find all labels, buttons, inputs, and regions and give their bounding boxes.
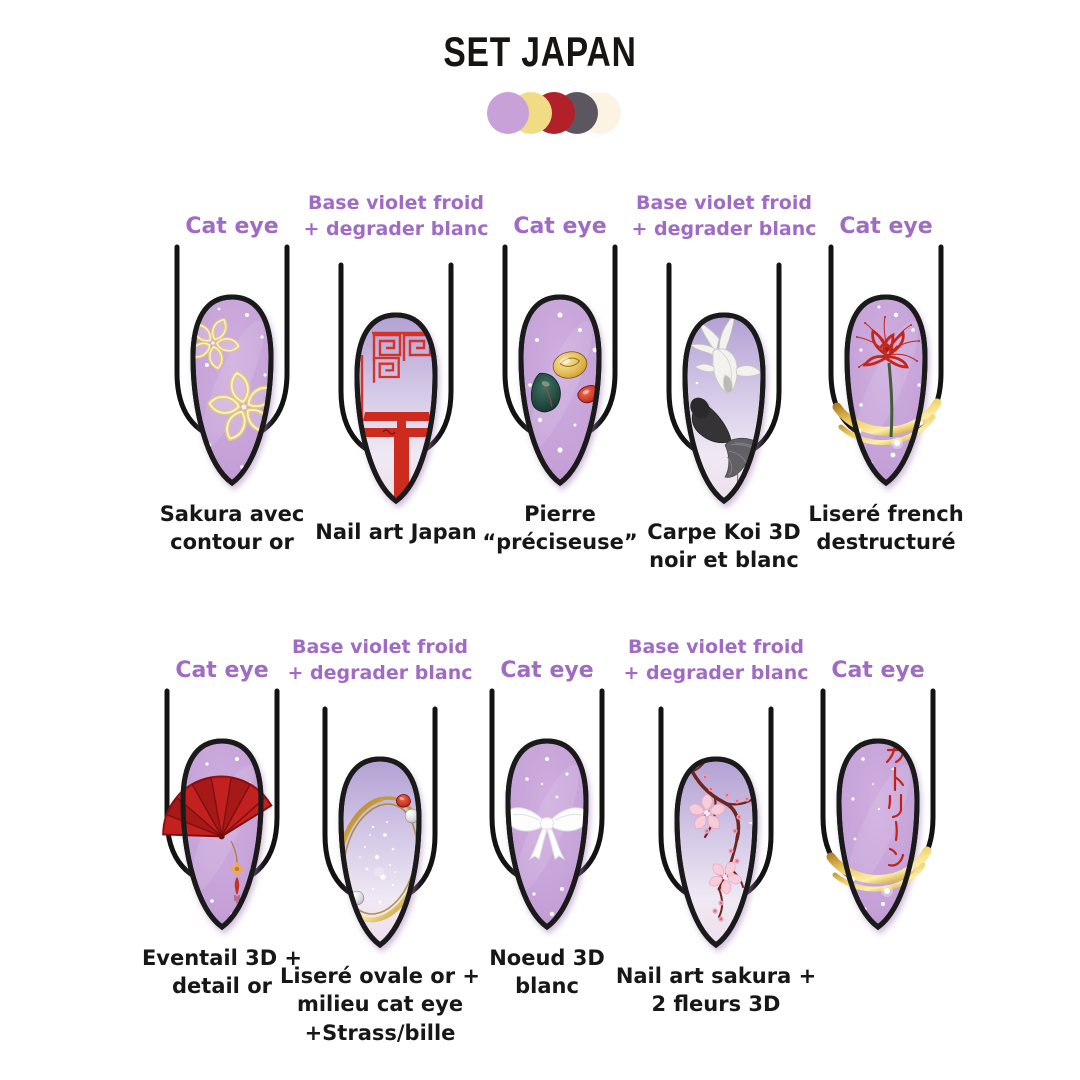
design-caption: Noeud 3D blanc xyxy=(489,946,605,999)
folding-fan-icon xyxy=(162,775,273,903)
design-caption: Carpe Koi 3D noir et blanc xyxy=(647,520,801,573)
koi-black-white-art xyxy=(690,315,763,494)
technique-label: Cat eye xyxy=(175,658,269,684)
gold-stone-icon xyxy=(552,351,588,379)
nail-column-katakana: Cat eye xyxy=(793,592,963,944)
nail-column-nail-art-japan: Base violet froid + degrader blanc xyxy=(303,148,488,546)
technique-label: Base violet froid + degrader blanc xyxy=(287,635,473,685)
design-caption: Liseré ovale or + milieu cat eye +Strass… xyxy=(280,964,480,1045)
big-flower-icon xyxy=(706,859,744,895)
nail-illustration-stones xyxy=(502,244,618,487)
lily-base-speckles xyxy=(853,305,921,465)
design-caption: Nail art Japan xyxy=(315,520,477,544)
nail-column-lisere-ovale: Base violet froid + degrader blanc xyxy=(280,592,480,1047)
nail-column-pierre-precieuse: Cat eye xyxy=(475,148,645,557)
nail-illustration-katakana xyxy=(820,688,936,931)
red-gem-icon xyxy=(396,794,411,808)
nail-column-sakura-contour-or: Cat eye Sakur xyxy=(147,148,317,557)
spider-lily-icon xyxy=(856,316,920,438)
nail-illustration-fan xyxy=(162,688,280,931)
nail-illustration-gold-oval xyxy=(322,706,438,949)
technique-label: Cat eye xyxy=(185,214,279,240)
gold-band-icon xyxy=(832,398,942,449)
precious-stones-art xyxy=(527,312,599,477)
nail-illustration-spider-lily xyxy=(828,244,944,487)
design-caption: Pierre “préciseuse” xyxy=(482,502,638,555)
torii-and-spirals-art xyxy=(360,331,435,497)
technique-label: Cat eye xyxy=(839,214,933,240)
nail-column-noeud-blanc: Cat eye Noe xyxy=(462,592,632,1001)
nail-illustration-koi xyxy=(666,262,782,505)
teal-stone-icon xyxy=(530,373,561,413)
nail-illustration-sakura-gold xyxy=(174,244,290,487)
technique-label: Cat eye xyxy=(500,658,594,684)
design-caption: Eventail 3D + detail or xyxy=(141,946,303,999)
color-palette xyxy=(487,92,621,134)
white-bow-art xyxy=(508,757,586,917)
design-caption: Sakura avec contour or xyxy=(159,502,305,555)
palette-swatch-lilac xyxy=(487,92,529,134)
nail-column-carpe-koi: Base violet froid + degrader blanc xyxy=(631,148,816,575)
white-koi-icon xyxy=(690,315,762,394)
gold-band-icon xyxy=(826,846,932,897)
nail-illustration-bow xyxy=(489,688,605,931)
nail-column-lisere-french: Cat eye xyxy=(801,148,971,557)
torii-gate-icon xyxy=(363,412,435,497)
technique-label: Base violet froid + degrader blanc xyxy=(623,635,809,685)
bow-icon xyxy=(508,807,586,861)
nail-column-sakura-branch: Base violet froid + degrader blanc xyxy=(616,592,816,1019)
design-caption: Liseré french destructuré xyxy=(808,502,964,555)
design-caption: Nail art sakura + 2 fleurs 3D xyxy=(615,964,817,1017)
nail-illustration-sakura-branch xyxy=(658,706,774,949)
technique-label: Cat eye xyxy=(831,658,925,684)
technique-label: Cat eye xyxy=(513,214,607,240)
gold-tassel-icon xyxy=(230,840,244,903)
nail-column-eventail: Cat eye xyxy=(137,592,307,1001)
nail-illustration-torii xyxy=(338,262,454,505)
big-flower-icon xyxy=(686,793,728,832)
page-title: SET JAPAN xyxy=(443,28,637,75)
technique-label: Base violet froid + degrader blanc xyxy=(303,191,489,241)
technique-label: Base violet froid + degrader blanc xyxy=(631,191,817,241)
